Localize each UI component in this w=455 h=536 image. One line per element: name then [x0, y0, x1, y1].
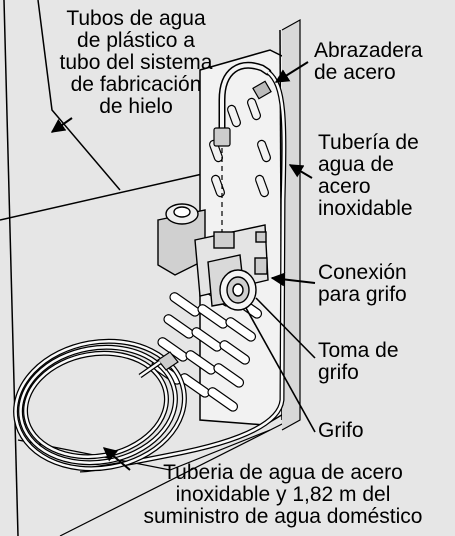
label-faucet: Grifo — [318, 419, 364, 442]
water-valve — [157, 203, 269, 311]
leader-stainless-tubing — [288, 164, 313, 179]
label-supply-line: Tuberia de agua de acero inoxidable y 1,… — [143, 461, 423, 528]
leader-steel-clamp — [274, 61, 309, 83]
label-faucet-connection: Conexión para grifo — [318, 261, 407, 306]
leader-faucet-connection — [270, 272, 316, 287]
label-plastic-tubes: Tubos de agua de plástico a tubo del sis… — [59, 7, 213, 118]
steel-clamp — [252, 80, 272, 100]
leader-supply-line — [102, 447, 131, 471]
tube-nut — [213, 127, 231, 147]
cabinet-edge-left — [3, 0, 19, 536]
leader-plastic-tubes — [50, 117, 73, 133]
leader-faucet-inlet — [255, 297, 316, 359]
cabinet-floor-edge — [59, 419, 291, 536]
label-stainless-tubing: Tubería de agua de acero inoxidable — [318, 131, 419, 220]
label-faucet-inlet: Toma de grifo — [318, 339, 399, 384]
cabinet-bottom-edge — [17, 429, 271, 471]
panel-slots — [209, 97, 271, 198]
coil-end-fitting — [157, 351, 179, 371]
label-steel-clamp: Abrazadera de acero — [314, 39, 423, 84]
cabinet-top-edge — [37, 0, 121, 191]
cabinet-shelf-edge — [0, 169, 221, 221]
leader-faucet — [245, 307, 316, 433]
back-panel-side — [281, 18, 301, 431]
